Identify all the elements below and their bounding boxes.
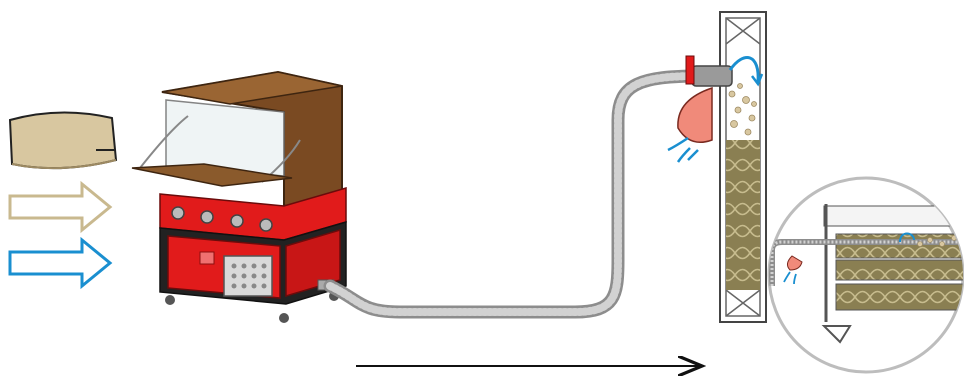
- blowing-hose: [330, 76, 700, 312]
- material-flow-arrow-icon: [10, 184, 110, 230]
- zoom-detail-circle: [769, 178, 964, 372]
- wall-section: [668, 12, 766, 322]
- air-flow-arrow-icon: [10, 240, 110, 286]
- blowing-machine: [132, 72, 346, 323]
- insulation-bale-icon: [10, 112, 116, 168]
